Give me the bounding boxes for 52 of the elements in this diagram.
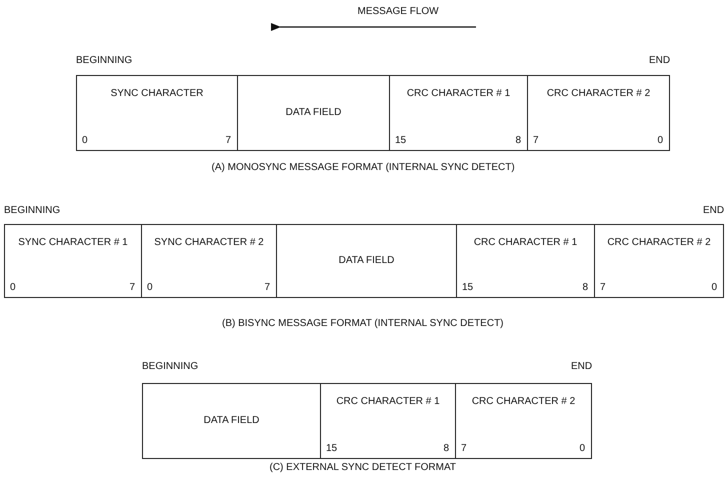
field-cell (456, 224, 595, 298)
field-name: DATA FIELD (284, 107, 342, 119)
start-label: BEGINNING (4, 205, 60, 217)
bit-number: 0 (579, 443, 585, 454)
field-name: SYNC CHARACTER # 2 (153, 237, 265, 249)
bit-number: 8 (582, 282, 588, 293)
field-name: DATA FIELD (338, 255, 396, 267)
format-caption: (B) BISYNC MESSAGE FORMAT (INTERNAL SYNC DETECT) (222, 318, 504, 330)
field-cell (76, 75, 238, 151)
field-cell (320, 383, 456, 459)
bit-number: 15 (326, 443, 338, 454)
field-name: SYNC CHARACTER # 1 (17, 237, 129, 249)
field-cell (389, 75, 528, 151)
bit-number: 0 (10, 282, 16, 293)
field-cell (276, 224, 457, 298)
field-cell (141, 224, 277, 298)
field-name: SYNC CHARACTER (110, 88, 204, 100)
bit-number: 7 (225, 135, 231, 146)
format-caption: (A) MONOSYNC MESSAGE FORMAT (INTERNAL SYNC DETECT) (212, 162, 515, 174)
field-name: CRC CHARACTER # 2 (546, 88, 652, 100)
field-name: CRC CHARACTER # 1 (406, 88, 512, 100)
bit-number: 7 (129, 282, 135, 293)
field-name: CRC CHARACTER # 1 (472, 237, 578, 249)
field-cell (594, 224, 724, 298)
field-name: CRC CHARACTER # 2 (470, 396, 576, 408)
field-cell (4, 224, 142, 298)
bit-number: 0 (147, 282, 153, 293)
field-name: CRC CHARACTER # 2 (606, 237, 712, 249)
bit-number: 7 (461, 443, 467, 454)
start-label: BEGINNING (142, 361, 198, 373)
end-label: END (703, 205, 724, 217)
bit-number: 7 (600, 282, 606, 293)
bit-number: 15 (395, 135, 406, 146)
flow-label: MESSAGE FLOW (358, 6, 439, 18)
bit-number: 7 (264, 282, 270, 293)
bit-number: 0 (711, 282, 717, 293)
bit-number: 7 (533, 135, 539, 146)
bit-number: 0 (657, 135, 663, 146)
format-caption: (C) EXTERNAL SYNC DETECT FORMAT (270, 462, 456, 474)
bit-number: 0 (82, 135, 88, 146)
field-name: CRC CHARACTER # 1 (335, 396, 441, 408)
field-cell (527, 75, 670, 151)
field-name: DATA FIELD (202, 415, 260, 427)
end-label: END (649, 55, 670, 67)
bit-number: 8 (515, 135, 521, 146)
field-cell (142, 383, 321, 459)
field-cell (237, 75, 390, 151)
end-label: END (571, 361, 592, 373)
field-cell (455, 383, 592, 459)
start-label: BEGINNING (76, 55, 132, 67)
bit-number: 15 (462, 282, 474, 293)
bit-number: 8 (443, 443, 449, 454)
